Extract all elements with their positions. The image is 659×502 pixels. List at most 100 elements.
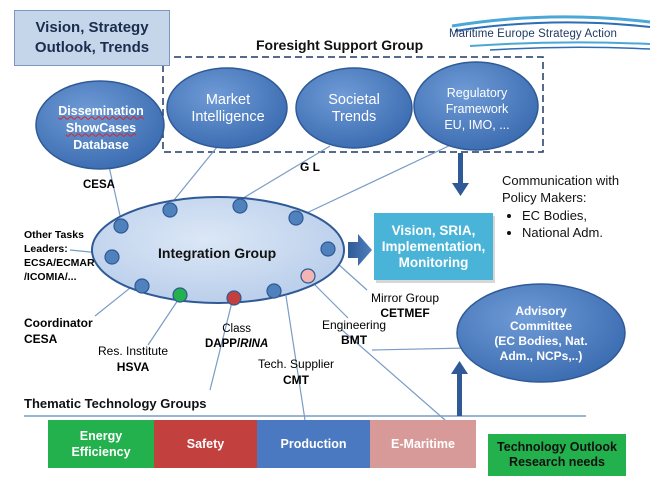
other-line4: /ICOMIA/... — [24, 271, 77, 283]
societal-trends-circle — [295, 67, 413, 149]
coordinator-line2: CESA — [24, 332, 58, 346]
logo-text: Maritime Europe Strategy Action — [449, 28, 618, 40]
communication-list: EC Bodies, National Adm. — [502, 207, 619, 241]
logo-swoosh — [451, 15, 651, 51]
coordinator-line1: Coordinator — [24, 316, 93, 330]
advisory-committee-label: Advisory Committee (EC Bodies, Nat. Adm.… — [466, 294, 616, 374]
production-bar: Production — [257, 420, 370, 468]
right-arrow — [348, 234, 372, 266]
communication-item-2: National Adm. — [522, 224, 619, 241]
res-line1: Res. Institute — [98, 344, 169, 358]
regulatory-line2: Framework — [445, 102, 509, 116]
engineering-label: Engineering BMT — [322, 318, 386, 348]
mirror-line1: Mirror Group — [371, 291, 440, 305]
node-mirror — [320, 241, 336, 257]
tech-line1: Tech. Supplier — [258, 357, 335, 371]
vision-box-line2: Outlook, Trends — [34, 39, 150, 56]
ellipse-nodes — [104, 198, 336, 306]
advisory-line4: Adm., NCPs,..) — [499, 349, 583, 363]
dissemination-line1-text: Dissemination — [58, 103, 144, 118]
node-engineering — [300, 268, 316, 284]
advisory-committee-circle — [456, 283, 626, 383]
node-coordinator — [134, 278, 150, 294]
node-market — [162, 202, 178, 218]
node-societal — [232, 198, 248, 214]
communication-title-line2: Policy Makers: — [502, 190, 587, 205]
vision-sria-line1: Vision, SRIA, — [391, 222, 476, 238]
foresight-group-box — [162, 56, 544, 153]
other-line2: Leaders: — [24, 243, 68, 255]
dissemination-line2-text: ShowCases — [65, 120, 137, 135]
energy-efficiency-bar: Energy Efficiency — [48, 420, 154, 468]
communication-block: Communication with Policy Makers: EC Bod… — [502, 172, 619, 241]
vision-sria-box: Vision, SRIA, Implementation, Monitoring — [374, 213, 493, 280]
societal-trends-label: Societal Trends — [299, 84, 409, 134]
technology-outlook-box: Technology Outlook Research needs — [488, 434, 626, 476]
vision-box-line1: Vision, Strategy — [35, 19, 149, 36]
market-intelligence-circle — [166, 67, 288, 149]
regulatory-framework-label: Regulatory Framework EU, IMO, ... — [418, 78, 536, 140]
class-line2: DAPP/RINA — [205, 337, 268, 352]
market-intelligence-label: Market Intelligence — [170, 84, 286, 134]
class-line2-bold: DAPP/ — [205, 338, 241, 350]
energy-line1: Energy — [79, 429, 123, 443]
vision-sria-line2: Implementation, — [381, 238, 486, 254]
class-label: Class DAPP/RINA — [205, 322, 268, 352]
res-institute-label: Res. Institute HSVA — [98, 343, 168, 375]
tech-line2: CMT — [283, 373, 310, 387]
dissemination-label: Dissemination ShowCases Database — [38, 98, 164, 158]
vision-strategy-box: Vision, Strategy Outlook, Trends — [14, 10, 170, 66]
tech-supplier-label: Tech. Supplier CMT — [258, 356, 334, 388]
node-res-institute — [172, 287, 188, 303]
vision-sria-line3: Monitoring — [398, 254, 469, 270]
gl-label: G L — [300, 160, 320, 174]
node-dissemination — [113, 218, 129, 234]
node-regulatory — [288, 210, 304, 226]
societal-line2: Trends — [331, 109, 377, 125]
up-arrow — [451, 361, 468, 416]
other-tasks-label: Other Tasks Leaders: ECSA/ECMAR /ICOMIA/… — [24, 228, 95, 284]
node-other-tasks — [104, 249, 120, 265]
node-class — [226, 290, 242, 306]
safety-bar: Safety — [154, 420, 257, 468]
societal-line1: Societal — [328, 92, 380, 108]
advisory-line2: Committee — [509, 319, 572, 333]
thematic-title: Thematic Technology Groups — [24, 396, 207, 411]
dissemination-line2: ShowCases — [66, 120, 136, 137]
mirror-group-label: Mirror Group CETMEF — [371, 291, 439, 321]
regulatory-framework-circle — [413, 61, 539, 151]
communication-title-line1: Communication with — [502, 173, 620, 188]
node-tech-supplier — [266, 283, 282, 299]
integration-group-ellipse — [91, 196, 345, 304]
advisory-line1: Advisory — [515, 304, 567, 318]
regulatory-line3: EU, IMO, ... — [444, 118, 510, 132]
advisory-line3: (EC Bodies, Nat. — [494, 334, 588, 348]
tech-outlook-line2: Research needs — [509, 455, 605, 469]
dissemination-line1: Dissemination — [58, 103, 143, 120]
mirror-line2: CETMEF — [380, 306, 430, 320]
production-label: Production — [280, 437, 347, 451]
class-line1: Class — [222, 323, 252, 335]
dissemination-line3: Database — [73, 137, 129, 152]
regulatory-line1: Regulatory — [446, 86, 508, 100]
cesa-label: CESA — [83, 179, 115, 191]
class-line2-italic: RINA — [240, 338, 269, 350]
coordinator-label: Coordinator CESA — [24, 315, 93, 347]
energy-line2: Efficiency — [71, 445, 131, 459]
integration-group-label: Integration Group — [158, 245, 277, 261]
emaritime-bar: E-Maritime — [370, 420, 476, 468]
engineering-line2: BMT — [341, 333, 368, 347]
market-line1: Market — [205, 92, 251, 108]
other-line1: Other Tasks — [24, 229, 84, 241]
foresight-title: Foresight Support Group — [256, 37, 424, 53]
engineering-line1: Engineering — [322, 318, 387, 332]
market-line2: Intelligence — [191, 109, 265, 125]
dissemination-circle — [35, 80, 165, 170]
communication-item-1: EC Bodies, — [522, 207, 619, 224]
res-line2: HSVA — [116, 360, 150, 374]
other-line3: ECSA/ECMAR — [24, 257, 95, 269]
emaritime-label: E-Maritime — [391, 437, 455, 451]
down-arrow — [452, 153, 469, 196]
tech-outlook-line1: Technology Outlook — [497, 440, 617, 454]
safety-label: Safety — [186, 437, 225, 451]
